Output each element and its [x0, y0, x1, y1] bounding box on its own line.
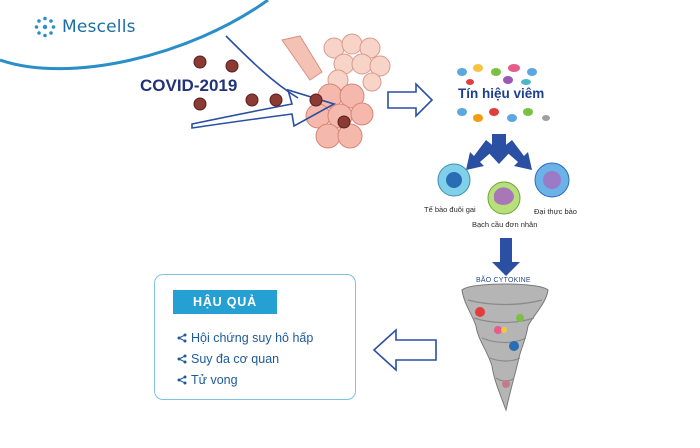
consequence-label: Tử vong — [191, 372, 238, 387]
dotted-circle-logo-icon — [34, 16, 56, 38]
infection-arrow — [191, 88, 337, 129]
arrow-to-signals — [387, 82, 434, 118]
header-swoosh-line — [0, 0, 269, 71]
consequences-title: HẬU QUẢ — [173, 290, 277, 314]
virus-particles — [193, 55, 351, 129]
dendritic-cell-label: Tế bào đuôi gai — [424, 205, 476, 214]
macrophage-illustration — [534, 162, 570, 198]
consequence-item: Hội chứng suy hô hấp — [177, 327, 313, 348]
monocyte-illustration — [487, 181, 521, 215]
cytokine-storm-tornado — [461, 283, 549, 412]
macrophage-label: Đại thực bào — [534, 207, 577, 216]
consequence-item: Suy đa cơ quan — [177, 348, 313, 369]
cytokine-storm-label: BÃO CYTOKINE — [476, 277, 531, 284]
share-icon — [177, 354, 187, 363]
infection-arrow-curve — [225, 35, 299, 99]
consequences-box: HẬU QUẢ Hội chứng suy hô hấp Suy đa cơ q… — [154, 274, 356, 400]
dendritic-cell-illustration — [437, 163, 471, 197]
consequence-item: Tử vong — [177, 369, 313, 390]
share-icon — [177, 333, 187, 342]
consequences-list: Hội chứng suy hô hấp Suy đa cơ quan Tử v… — [177, 327, 313, 390]
lung-alveoli-illustration — [281, 33, 391, 149]
brand-name: Mescells — [62, 17, 136, 37]
covid-label: COVID-2019 — [140, 76, 238, 95]
monocyte-label: Bạch cầu đơn nhân — [472, 220, 538, 229]
arrow-to-storm — [492, 238, 520, 276]
signal-molecules — [457, 64, 550, 122]
inflammatory-signal-label: Tín hiệu viêm — [458, 86, 545, 101]
branch-arrows — [466, 134, 532, 170]
consequence-label: Hội chứng suy hô hấp — [191, 330, 314, 345]
header-swoosh — [0, 0, 262, 65]
arrow-to-consequences — [372, 328, 437, 372]
brand-logo: Mescells — [34, 16, 136, 38]
consequence-label: Suy đa cơ quan — [191, 351, 280, 366]
share-icon — [177, 375, 187, 384]
